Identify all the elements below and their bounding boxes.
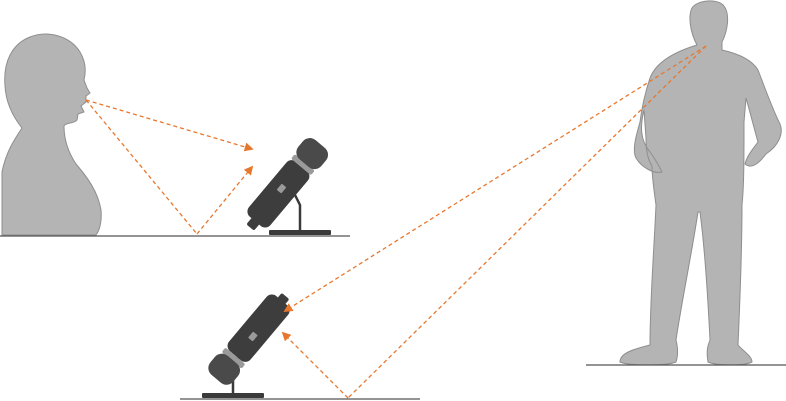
floor-reflection-reflected-near (196, 165, 254, 235)
far-stand-base (202, 393, 264, 398)
near-microphone (247, 138, 329, 230)
direct-sound-path-far (283, 45, 707, 312)
direct-sound-path-near (85, 99, 254, 152)
floor-reflection-incident-near (85, 99, 198, 235)
far-microphone-on-stand (202, 293, 290, 398)
standing-man-silhouette (619, 0, 782, 366)
floor-reflection-reflected-far (281, 331, 349, 399)
near-microphone-on-stand (247, 138, 331, 235)
near-stand-base (269, 230, 331, 235)
head-and-shoulders-silhouette (1, 33, 102, 236)
far-microphone (208, 293, 290, 385)
